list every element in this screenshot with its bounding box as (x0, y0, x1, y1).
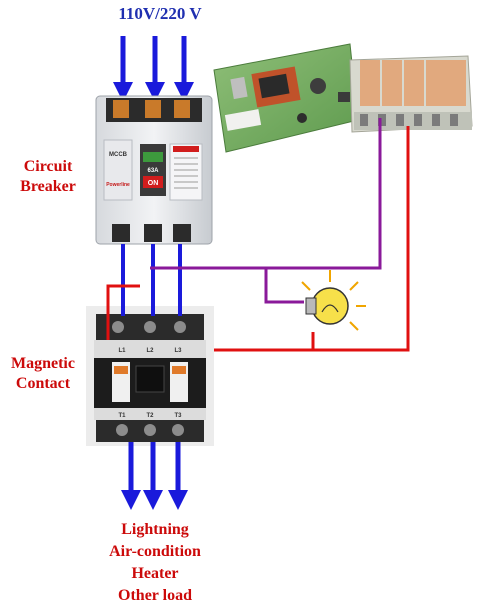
controller-board (213, 43, 359, 153)
load-label-heater: Heater (131, 565, 179, 582)
terminal-t2: T2 (146, 413, 154, 419)
lamp-icon (301, 270, 366, 331)
magnetic-contact-label-line2: Contact (15, 375, 71, 392)
terminal-l3: L3 (174, 348, 182, 354)
voltage-label: 110V/220 V (118, 4, 202, 23)
load-label-air-condition: Air-condition (109, 543, 201, 560)
magnetic-contactor: L1 L2 L3 T1 T2 T3 (86, 306, 214, 446)
phase-wires (121, 244, 182, 316)
supply-arrows (113, 36, 194, 102)
terminal-l1: L1 (118, 348, 126, 354)
circuit-breaker: MCCB Powerline 63A ON (95, 95, 213, 245)
terminal-t1: T1 (118, 413, 126, 419)
terminal-l2: L2 (146, 348, 154, 354)
breaker-on-label: ON (148, 180, 159, 187)
output-arrows (121, 442, 188, 510)
neutral-wires (150, 118, 382, 304)
breaker-brand-top: MCCB (109, 152, 128, 158)
breaker-rating: 63A (147, 168, 159, 174)
terminal-t3: T3 (174, 413, 182, 419)
relay-module (349, 55, 473, 133)
circuit-breaker-label-line2: Breaker (20, 178, 76, 195)
control-wires (106, 126, 410, 352)
magnetic-contact-label-line1: Magnetic (11, 355, 75, 372)
breaker-brand: Powerline (106, 182, 130, 188)
load-label-other: Other load (118, 587, 192, 604)
circuit-breaker-label-line1: Circuit (23, 158, 73, 175)
load-label-lightning: Lightning (121, 521, 189, 538)
